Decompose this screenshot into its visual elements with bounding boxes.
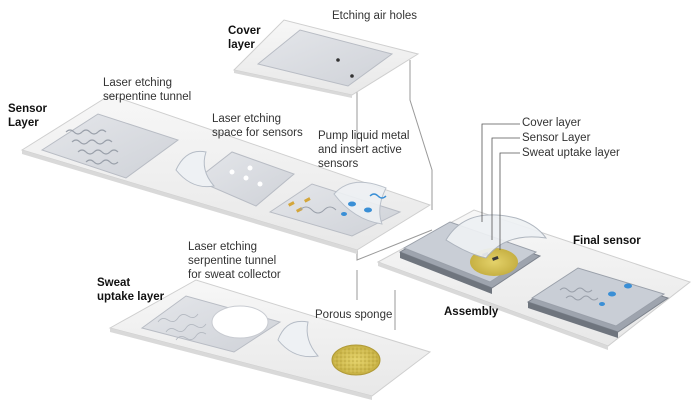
label-porous-sponge: Porous sponge [315,309,393,321]
callout-sweat-uptake-layer: Sweat uptake layer [522,147,620,159]
label-sweat-uptake-layer: Sweat uptake layer [97,277,165,303]
label-final-sensor: Final sensor [573,235,641,247]
label-laser-sweat: Laser etching serpentine tunnel for swea… [188,241,281,281]
label-assembly: Assembly [444,306,499,318]
sweat-platform [108,279,432,400]
assembly-platform [376,209,692,350]
sensor-platform [20,94,432,254]
label-laser-space: Laser etching space for sensors [212,113,303,139]
callout-cover-layer: Cover layer [522,117,581,129]
label-laser-serpentine: Laser etching serpentine tunnel [103,77,192,103]
cover-platform [232,19,420,98]
callout-sensor-layer: Sensor Layer [522,132,591,144]
label-sensor-layer: Sensor Layer [8,103,47,129]
callout-leaders [481,123,520,250]
label-cover-layer: Cover layer [228,25,261,51]
label-pump-liquid: Pump liquid metal and insert active sens… [318,130,410,170]
label-etching-air-holes: Etching air holes [332,10,418,22]
